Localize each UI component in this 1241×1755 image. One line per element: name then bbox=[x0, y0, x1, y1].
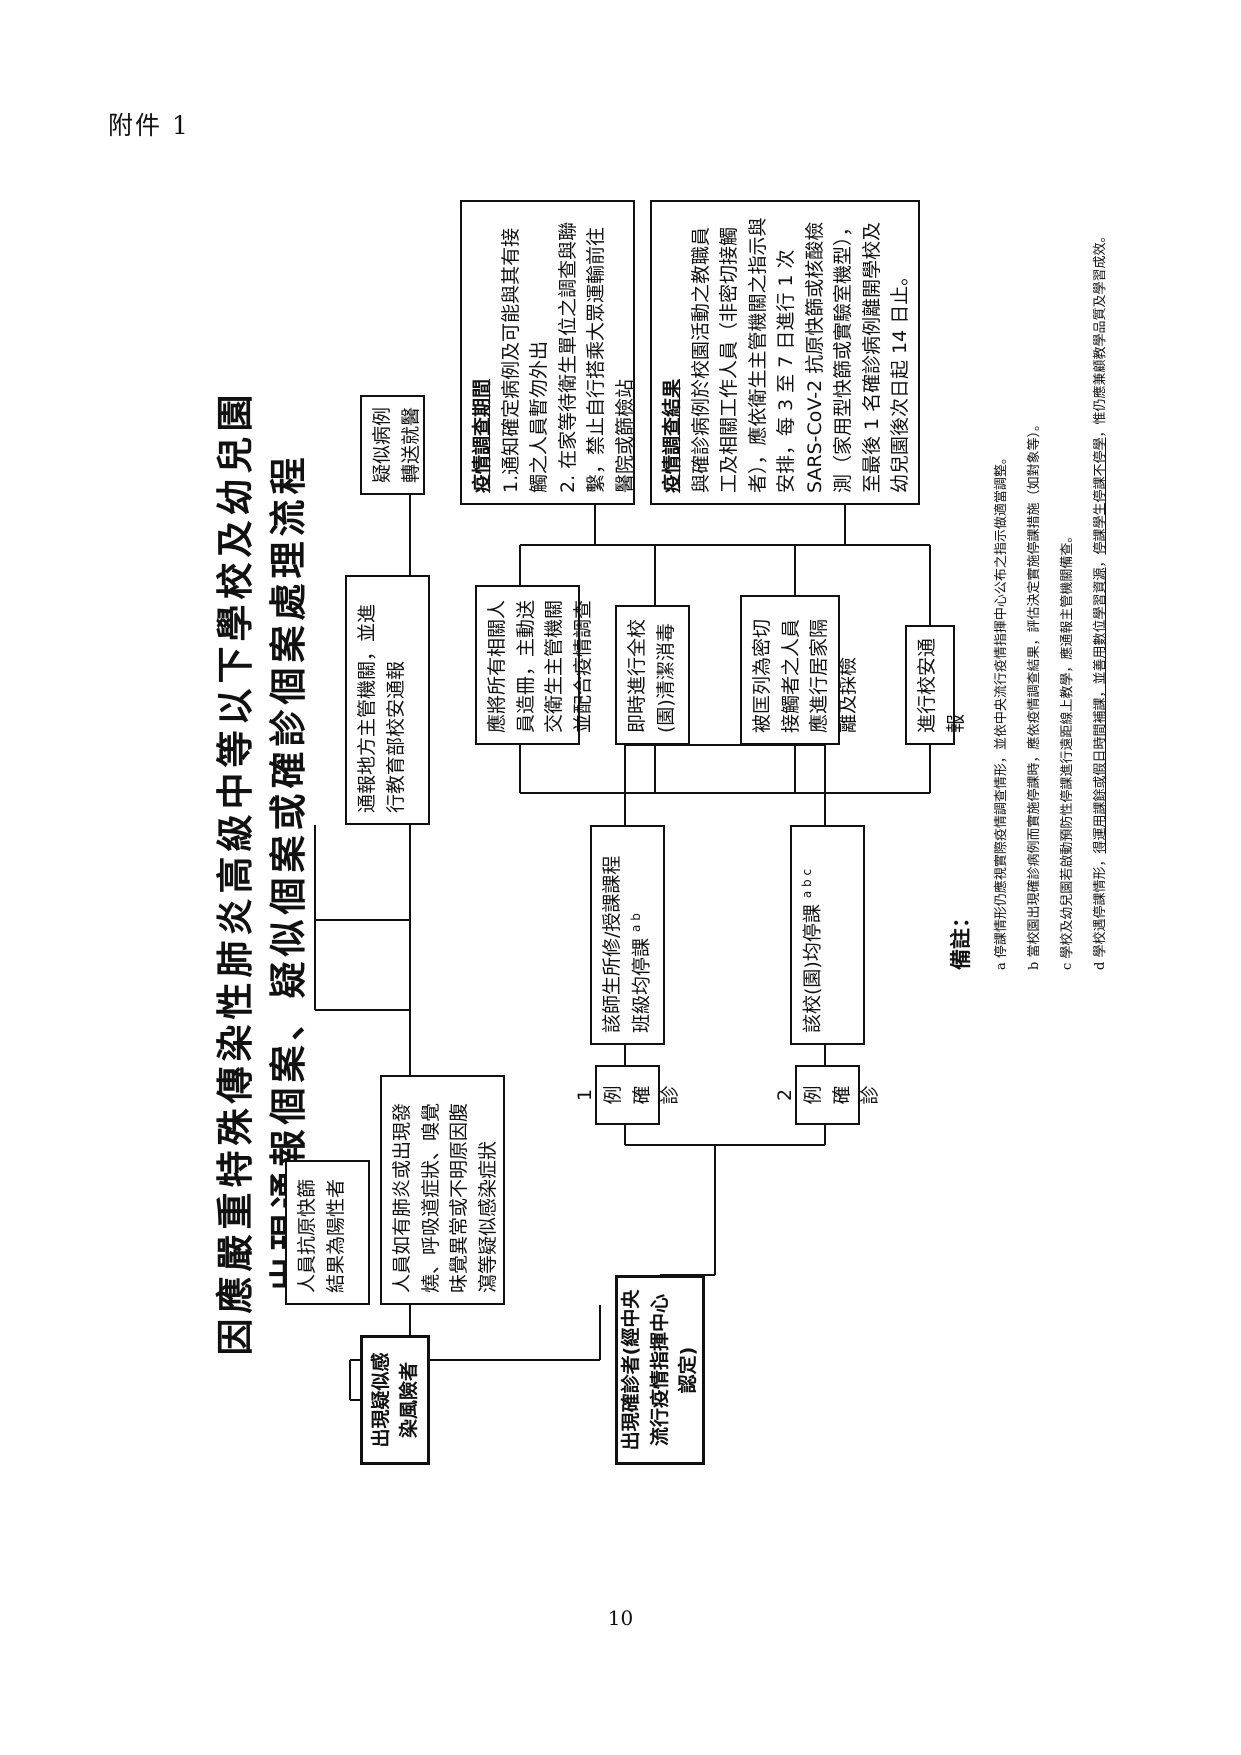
title-line-2: 出現通報個案、疑似個案或確診個案處理流程 bbox=[266, 452, 310, 1293]
note-c: c 學校及幼兒園若啟動預防性停課進行遠距線上教學，應通報主管機關備查。 bbox=[1060, 529, 1075, 970]
note-d-middle: ， bbox=[1093, 554, 1108, 568]
two-cases-box: 2 例確診 bbox=[774, 1065, 881, 1125]
two-cases-text: 2 例確診 bbox=[773, 1085, 882, 1105]
note-b: b 當校園出現確診病例而實施停課時，應依疫情調查結果，評估決定實施停課措施（如對… bbox=[1027, 418, 1042, 970]
notes-label: 備註： bbox=[948, 907, 973, 970]
confirmed-case-text: 出現確診者(經中央流行疫情指揮中心認定) bbox=[620, 1289, 700, 1451]
symptoms-text: 人員如有肺炎或出現發燒、呼吸道症狀、嗅覺味覺異常或不明原因腹瀉等疑似感染症狀 bbox=[391, 1102, 499, 1293]
rapid-test-positive-box: 人員抗原快篩結果為陽性者 bbox=[285, 1160, 370, 1305]
title-line-1: 因應嚴重特殊傳染性肺炎高級中等以下學校及幼兒園 bbox=[213, 389, 257, 1356]
suspected-to-hospital-text: 疑似病例轉送就醫 bbox=[371, 406, 422, 483]
suspected-risk-box: 出現疑似感染風險者 bbox=[360, 1335, 430, 1465]
attachment-label: 附件 1 bbox=[108, 111, 190, 140]
rapid-test-positive-text: 人員抗原快篩結果為陽性者 bbox=[296, 1178, 347, 1293]
one-case-text: 1 例確診 bbox=[573, 1085, 682, 1105]
suspected-to-hospital-box: 疑似病例轉送就醫 bbox=[360, 395, 425, 495]
disinfection-box: 即時進行全校(園)清潔消毒 bbox=[615, 605, 690, 745]
note-d-underline-1: 得運用課餘或假日時間補課，並善用數位學習資源 bbox=[1093, 567, 1108, 854]
investigation-period-item-2: 2. 在家等待衛生單位之調查與聯繫，禁止自行搭乘大眾運輸前往醫院或篩檢站 bbox=[556, 221, 636, 493]
investigation-period-box: 疫情調查期間 1.通知確定病例及可能與其有接觸之人員暫勿外出 2. 在家等待衛生… bbox=[460, 200, 636, 505]
class-suspended-box: 該師生所修/授課課程班級均停課 a b bbox=[590, 825, 665, 1045]
report-authority-text: 通報地方主管機關，並進行教育部校安通報 bbox=[356, 603, 407, 813]
page-number: 10 bbox=[607, 1606, 634, 1630]
investigation-result-body: 與確診病例於校園活動之教職員工及相關工作人員（非密切接觸者），應依衛生主管機關之… bbox=[689, 217, 912, 493]
investigation-result-box: 疫情調查結果 與確診病例於校園活動之教職員工及相關工作人員（非密切接觸者），應依… bbox=[650, 200, 920, 505]
note-d-suffix: ，惟仍應兼顧教學品質及學習成效。 bbox=[1093, 229, 1108, 438]
class-suspended-note-refs: a b bbox=[628, 913, 643, 932]
class-suspended-text: 該師生所修/授課課程班級均停課 bbox=[601, 855, 652, 1033]
notes-section: 備註： a 停課情形仍應視實際疫情調查情形，並依中央流行疫情指揮中心公布之指示做… bbox=[945, 210, 1117, 970]
disinfection-text: 即時進行全校(園)清潔消毒 bbox=[626, 618, 677, 733]
report-authority-box: 通報地方主管機關，並進行教育部校安通報 bbox=[345, 575, 430, 825]
close-contacts-box: 被匡列為密切接觸者之人員應進行居家隔離及採檢 bbox=[740, 595, 859, 745]
symptoms-box: 人員如有肺炎或出現發燒、呼吸道症狀、嗅覺味覺異常或不明原因腹瀉等疑似感染症狀 bbox=[380, 1075, 505, 1305]
investigation-period-heading: 疫情調查期間 bbox=[471, 378, 493, 493]
note-d-underline-2: 停課學生停課不停學 bbox=[1093, 437, 1108, 555]
note-a: a 停課情形仍應視實際疫情調查情形，並依中央流行疫情指揮中心公布之指示做適當調整… bbox=[994, 451, 1009, 970]
contact-list-box: 應將所有相關人員造冊，主動送交衛生主管機關並配合疫情調查 bbox=[475, 585, 594, 745]
note-d-prefix: d 學校遇停課情形， bbox=[1093, 853, 1108, 970]
note-d: d 學校遇停課情形，得運用課餘或假日時間補課，並善用數位學習資源，停課學生停課不… bbox=[1084, 210, 1117, 970]
school-suspended-box: 該校(園)均停課 a b c bbox=[790, 825, 865, 1045]
one-case-box: 1 例確診 bbox=[574, 1065, 681, 1125]
contact-list-text: 應將所有相關人員造冊，主動送交衛生主管機關並配合疫情調查 bbox=[486, 599, 594, 733]
investigation-result-heading: 疫情調查結果 bbox=[661, 378, 683, 493]
investigation-period-item-1: 1.通知確定病例及可能與其有接觸之人員暫勿外出 bbox=[499, 227, 551, 493]
rotated-flowchart-page: 因應嚴重特殊傳染性肺炎高級中等以下學校及幼兒園 出現通報個案、疑似個案或確診個案… bbox=[195, 200, 1115, 1545]
confirmed-case-box: 出現確診者(經中央流行疫情指揮中心認定) bbox=[615, 1275, 705, 1465]
school-suspended-note-refs: a b c bbox=[800, 868, 814, 899]
suspected-risk-text: 出現疑似感染風險者 bbox=[369, 1352, 421, 1448]
school-suspended-text: 該校(園)均停課 bbox=[801, 904, 824, 1033]
